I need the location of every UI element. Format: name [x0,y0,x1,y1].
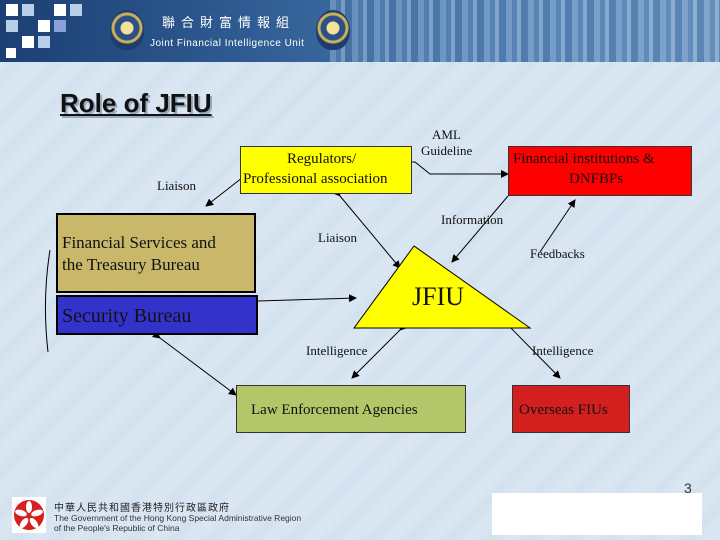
header-chinese-title: 聯合財富情報組 [162,16,296,31]
liaison-center-label: Liaison [318,230,357,245]
bauhinia-emblem-icon [12,497,46,533]
police-badge-icon [110,10,144,50]
slide-title: Role of JFIU [60,88,212,118]
arrow-regulators-jfiu [332,188,401,269]
jfiu-triangle [353,245,532,329]
header-english-title: Joint Financial Intelligence Unit [150,38,305,49]
regulators-label-line2: Professional association [243,171,388,187]
aml-guideline-label-line2: Guideline [421,143,473,158]
arrow-information [451,195,509,263]
footer-english-line2: of the People's Republic of China [54,523,180,533]
arrow-security-law [152,330,237,396]
footer-white-panel [492,493,702,535]
fstb-box: Financial Services and the Treasury Bure… [56,213,256,293]
financial-institutions-label-line2: DNFBPs [569,171,624,187]
security-bureau-box: Security Bureau [56,295,258,335]
regulators-box: Regulators/ Professional association [240,146,412,194]
jfiu-label: JFIU [412,282,465,311]
fstb-label-line1: Financial Services and [62,233,216,252]
intelligence-left-label: Intelligence [306,343,368,358]
overseas-fius-label: Overseas FIUs [519,402,608,418]
overseas-fius-box: Overseas FIUs [512,385,630,433]
header-squares-decoration [0,0,95,62]
arrow-intelligence-right [497,314,561,379]
information-label: Information [441,212,504,227]
footer-chinese-text: 中華人民共和國香港特別行政區政府 [54,503,230,514]
footer-english-line1: The Government of the Hong Kong Special … [54,513,302,523]
arrow-intelligence-left [351,322,408,379]
intelligence-right-label: Intelligence [532,343,594,358]
regulators-label-line1: Regulators/ [287,151,357,167]
arrow-aml-guideline [398,161,509,178]
feedbacks-label: Feedbacks [530,246,585,261]
customs-badge-icon [316,10,350,50]
header-banner: 聯合財富情報組 Joint Financial Intelligence Uni… [0,0,720,62]
financial-institutions-box: Financial institutions & DNFBPs [508,146,692,196]
security-bureau-label: Security Bureau [62,305,192,327]
header-skyline-image [330,0,720,62]
fstb-label-line2: the Treasury Bureau [62,255,200,274]
arrow-security-jfiu [250,294,357,306]
law-enforcement-label: Law Enforcement Agencies [251,402,418,418]
law-enforcement-box: Law Enforcement Agencies [236,385,466,433]
page-number: 3 [684,480,692,496]
liaison-left-label: Liaison [157,178,196,193]
financial-institutions-label-line1: Financial institutions & [513,151,655,167]
aml-guideline-label-line1: AML [432,127,461,142]
bracket-left [44,249,51,353]
arrow-feedbacks [539,199,576,253]
